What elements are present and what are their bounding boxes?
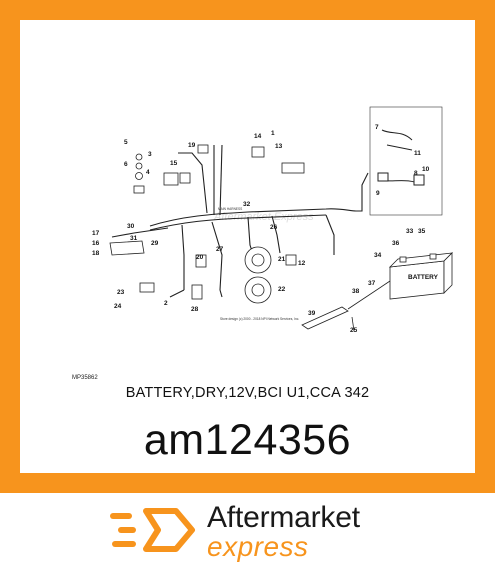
callout: 13 — [275, 143, 283, 150]
callout: 10 — [422, 166, 430, 173]
callout: 39 — [308, 310, 316, 317]
hexagon-arrow-logo-icon — [110, 508, 195, 552]
callout: 33 — [406, 228, 414, 235]
brand-name-line2: express — [207, 531, 309, 562]
callout: 5 — [124, 139, 128, 146]
callout: 29 — [151, 240, 159, 247]
callout: 1 — [271, 130, 275, 137]
callout: 18 — [92, 250, 100, 257]
callout: 11 — [414, 150, 421, 157]
callout: 8 — [414, 170, 418, 177]
part-number: am124356 — [143, 416, 352, 464]
wiring-diagram-svg: Aftermarket Express — [92, 106, 454, 334]
product-description: BATTERY,DRY,12V,BCI U1,CCA 342 — [125, 385, 370, 401]
brand-logo[interactable]: Aftermarket express — [108, 501, 408, 563]
callout: 26 — [270, 224, 278, 231]
callout: 24 — [114, 303, 122, 310]
figure-code: MP35862 — [72, 375, 98, 381]
product-frame: Aftermarket Express — [0, 0, 495, 493]
callout: 17 — [92, 230, 100, 237]
harness-label: MAIN HARNESS — [218, 207, 242, 211]
callout: 2 — [164, 300, 168, 307]
callout: 32 — [243, 201, 251, 208]
brand-name-line1: Aftermarket — [207, 501, 360, 534]
product-card: Aftermarket Express — [20, 20, 475, 473]
callout: 37 — [368, 280, 376, 287]
battery-label: BATTERY — [408, 274, 439, 281]
callout: 20 — [196, 254, 204, 261]
callout: 22 — [278, 286, 286, 293]
callout: 38 — [352, 288, 360, 295]
copyright-note: Store design (c) 2000 - 2018 NPI Network… — [220, 317, 299, 321]
callout: 14 — [254, 133, 262, 140]
callout: 12 — [298, 260, 306, 267]
callout: 7 — [375, 124, 379, 131]
callout: 21 — [278, 256, 286, 263]
callout: 27 — [216, 246, 224, 253]
callout-labels: 1 2 3 4 5 6 7 8 9 10 11 12 13 14 15 16 1 — [92, 124, 430, 334]
wiring-diagram: Aftermarket Express — [72, 85, 470, 381]
callout: 28 — [191, 306, 199, 313]
callout: 9 — [376, 190, 380, 197]
callout: 31 — [130, 235, 138, 242]
callout: 19 — [188, 142, 196, 149]
inset-box — [369, 106, 443, 216]
callout: 4 — [146, 169, 150, 176]
callout: 34 — [374, 252, 382, 259]
callout: 25 — [350, 327, 358, 334]
callout: 35 — [418, 228, 426, 235]
callout: 3 — [148, 151, 152, 158]
callout: 23 — [117, 289, 125, 296]
callout: 16 — [92, 240, 100, 247]
callout: 15 — [170, 160, 178, 167]
callout: 6 — [124, 161, 128, 168]
callout: 30 — [127, 223, 135, 230]
callout: 36 — [392, 240, 400, 247]
